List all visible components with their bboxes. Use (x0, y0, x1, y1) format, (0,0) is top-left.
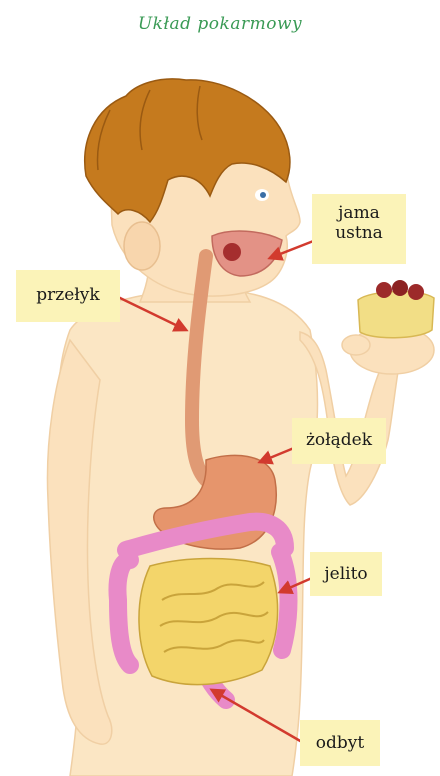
thumb (342, 335, 370, 355)
label-mouth: jama ustna (312, 194, 406, 264)
berry (408, 284, 424, 300)
label-anus: odbyt (300, 720, 380, 766)
label-esophagus: przełyk (16, 270, 120, 322)
label-intestine: jelito (310, 552, 382, 596)
berry (392, 280, 408, 296)
food-bolus (223, 243, 241, 261)
pupil (260, 192, 266, 198)
berry (376, 282, 392, 298)
food-bun (358, 291, 434, 337)
ear (124, 222, 160, 270)
label-stomach: żołądek (292, 418, 386, 464)
